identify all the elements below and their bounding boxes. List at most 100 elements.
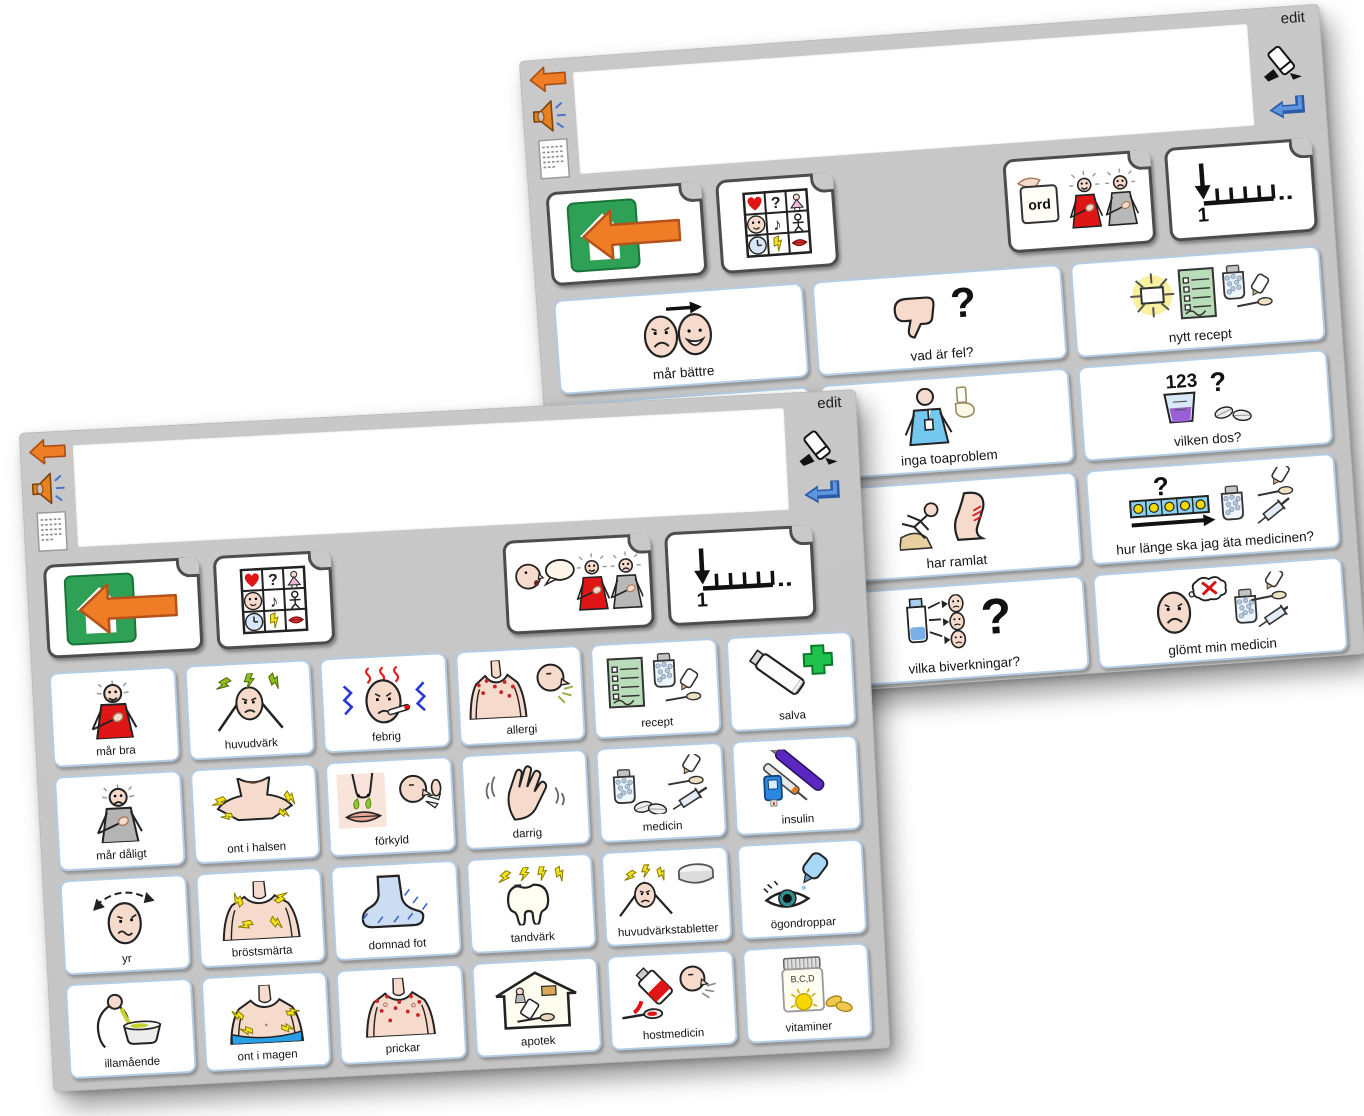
- fallen-symbol: [828, 473, 1079, 563]
- symbol-cell[interactable]: huvudvärkstabletter: [600, 845, 732, 948]
- thumb-question-symbol: ?: [814, 266, 1065, 356]
- svg-text:?: ?: [268, 572, 279, 589]
- symbol-cell[interactable]: nytt recept: [1069, 245, 1326, 358]
- insulin-symbol: [733, 737, 859, 817]
- svg-text:1: 1: [1197, 204, 1210, 225]
- left-icon-column: [22, 431, 78, 555]
- symbol-cell[interactable]: insulin: [730, 734, 862, 837]
- cell-label: febrig: [371, 730, 402, 744]
- cell-label: domnad fot: [368, 937, 427, 953]
- cell-label: mår dåligt: [95, 847, 147, 863]
- cough-medicine-symbol: [608, 952, 734, 1032]
- svg-text:B,C,D: B,C,D: [790, 973, 815, 984]
- cell-label: vad är fel?: [909, 344, 974, 364]
- toolbar: ?♪ ord 1: [529, 126, 1335, 291]
- cell-label: ont i magen: [237, 1048, 298, 1064]
- svg-text:?: ?: [770, 195, 781, 213]
- symbol-cell[interactable]: mår dåligt: [53, 770, 186, 872]
- svg-text:123: 123: [1165, 371, 1198, 394]
- right-icon-column: [785, 391, 853, 516]
- back-arrow-icon[interactable]: [28, 437, 67, 467]
- cell-label: mår bra: [95, 744, 137, 759]
- forgot-medicine-symbol: [1094, 559, 1345, 649]
- top-bar: [20, 390, 861, 556]
- cell-label: vilken dos?: [1173, 429, 1242, 450]
- cell-label: bröstsmärta: [231, 944, 293, 960]
- symbol-cell[interactable]: ont i magen: [200, 970, 332, 1073]
- shaky-hand-symbol: [462, 751, 588, 831]
- symbol-cell[interactable]: hostmedicin: [606, 949, 738, 1051]
- symbol-cell[interactable]: har ramlat: [826, 471, 1083, 584]
- medicine-duration-symbol: ?: [1087, 455, 1338, 545]
- symbol-cell[interactable]: tandvärk: [465, 852, 597, 955]
- symbol-cell[interactable]: inga toaproblem: [818, 367, 1076, 481]
- symbol-cell[interactable]: huvudvärk: [183, 659, 316, 761]
- symbol-cell[interactable]: allergi: [454, 644, 586, 747]
- scale-one-button[interactable]: 1: [664, 524, 817, 627]
- faces-better-symbol: [555, 285, 806, 375]
- symbol-cell[interactable]: recept: [589, 637, 722, 740]
- symbol-cell[interactable]: yr: [59, 873, 191, 976]
- symbol-cell[interactable]: ?vilka biverkningar?: [833, 575, 1090, 688]
- symbol-cell[interactable]: febrig: [319, 652, 451, 754]
- speaker-icon[interactable]: [530, 97, 572, 136]
- cell-label: mår bättre: [652, 362, 715, 383]
- symbol-cell[interactable]: mår bra: [48, 666, 180, 768]
- symbol-cell[interactable]: medicin: [595, 741, 727, 844]
- svg-text:?: ?: [949, 280, 978, 327]
- spots-symbol: [338, 966, 464, 1046]
- cell-label: insulin: [781, 812, 815, 827]
- back-arrow-icon[interactable]: [528, 64, 568, 95]
- eraser-icon[interactable]: [795, 421, 843, 467]
- symbol-cell[interactable]: domnad fot: [330, 859, 462, 962]
- scale-one-button[interactable]: 1: [1163, 137, 1319, 242]
- word-display-button[interactable]: ord: [1002, 149, 1157, 254]
- headache-pills-symbol: [603, 848, 729, 928]
- cell-label: förkyld: [374, 834, 410, 848]
- chest-pain-symbol: [197, 869, 323, 949]
- fever-symbol: [321, 654, 447, 734]
- symbol-cell[interactable]: ögondroppar: [735, 838, 868, 940]
- prescription-symbol: [592, 640, 718, 720]
- cell-label: vitaminer: [785, 1020, 833, 1035]
- speak-phrase-button[interactable]: [502, 533, 655, 635]
- symbol-cell[interactable]: ? vad är fel?: [811, 263, 1068, 377]
- symbol-cell[interactable]: förkyld: [324, 755, 456, 858]
- symbol-cell[interactable]: 123? vilken dos?: [1077, 349, 1334, 462]
- symbol-cell[interactable]: glömt min medicin: [1092, 556, 1349, 670]
- message-notes-icon[interactable]: [36, 510, 68, 553]
- enter-arrow-icon[interactable]: [1266, 92, 1306, 131]
- toolbar: ?♪ 1: [26, 512, 867, 664]
- symbol-cell[interactable]: mår bättre: [553, 282, 810, 395]
- topics-grid-button[interactable]: ?♪: [714, 171, 840, 275]
- svg-text:?: ?: [979, 590, 1013, 646]
- symbol-cell[interactable]: darrig: [459, 748, 592, 851]
- pharmacy-symbol: [473, 959, 599, 1039]
- svg-text:ord: ord: [1028, 195, 1052, 213]
- home-back-button[interactable]: [42, 556, 204, 659]
- topics-grid-button[interactable]: ?♪: [212, 549, 336, 650]
- message-notes-icon[interactable]: [537, 138, 571, 180]
- symbol-cell[interactable]: ont i halsen: [189, 762, 321, 865]
- cell-label: tandvärk: [510, 930, 556, 945]
- cell-label: darrig: [512, 827, 543, 841]
- symbol-cell[interactable]: bröstsmärta: [194, 866, 327, 969]
- symbol-cell[interactable]: prickar: [335, 963, 467, 1066]
- left-icon-column: [522, 58, 581, 183]
- home-back-button[interactable]: [545, 181, 708, 287]
- svg-text:?: ?: [1209, 367, 1228, 398]
- figure-sad-symbol: [56, 772, 182, 852]
- symbol-cell[interactable]: apotek: [470, 956, 603, 1059]
- eraser-icon[interactable]: [1258, 36, 1307, 83]
- symbol-cell[interactable]: ?hur länge ska jag äta medicinen?: [1084, 452, 1341, 566]
- symbol-cell[interactable]: illamående: [64, 977, 197, 1080]
- enter-arrow-icon[interactable]: [801, 477, 841, 515]
- symbol-cell[interactable]: B,C,D vitaminer: [741, 942, 873, 1044]
- symbol-cell[interactable]: salva: [725, 630, 857, 733]
- speaker-icon[interactable]: [29, 469, 71, 507]
- folded-corner-decoration: [307, 549, 332, 572]
- new-prescription-symbol: [1072, 247, 1323, 337]
- toothache-symbol: [467, 855, 593, 935]
- medicine-symbol: [597, 744, 723, 824]
